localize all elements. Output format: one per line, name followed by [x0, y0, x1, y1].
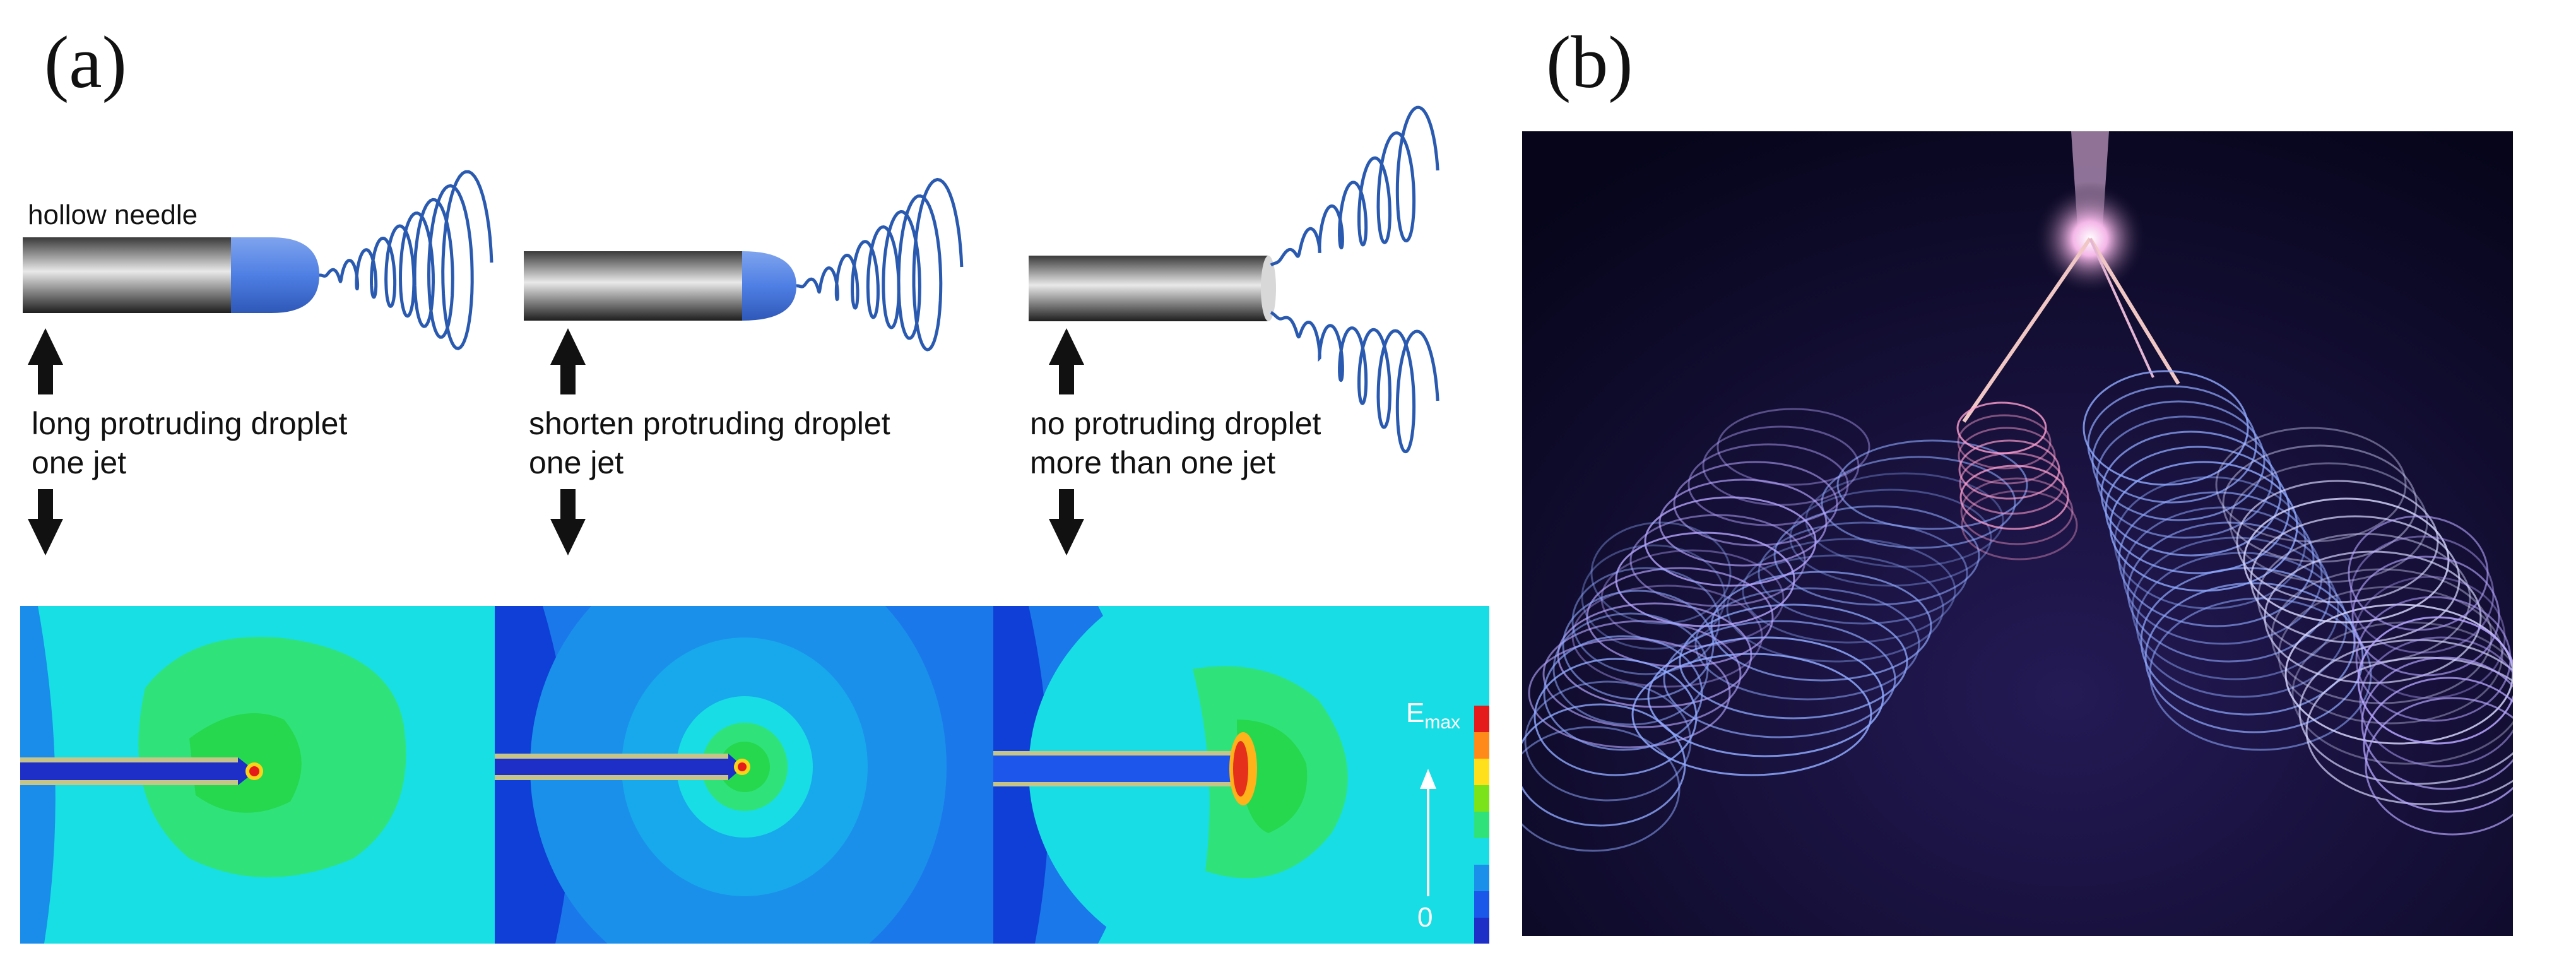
arrow-up-icon	[28, 328, 1084, 394]
case-2-line-1: shorten protruding droplet	[529, 404, 890, 443]
photo-illustration	[1522, 131, 2513, 936]
needle-short-droplet	[524, 251, 796, 321]
field-max-label: Emax	[1406, 699, 1460, 732]
colorbar	[1474, 706, 1489, 944]
field-panel-2	[495, 540, 993, 960]
field-zero-label: 0	[1417, 904, 1433, 932]
needle-long-droplet	[23, 237, 319, 313]
needle-no-droplet	[1029, 256, 1276, 321]
jet-spiral	[319, 172, 492, 348]
arrow-down-icon	[28, 489, 1084, 555]
field-panel-1	[20, 606, 495, 944]
hollow-needle-label: hollow needle	[28, 196, 198, 235]
jet-spiral	[1271, 107, 1438, 265]
field-max-symbol: E	[1406, 697, 1424, 728]
case-1-line-1: long protruding droplet	[32, 404, 347, 443]
field-max-subscript: max	[1424, 712, 1460, 733]
case-2-line-2: one jet	[529, 443, 623, 482]
case-1-line-2: one jet	[32, 443, 126, 482]
case-3-line-1: no protruding droplet	[1030, 404, 1321, 443]
electrospinning-photo	[1522, 131, 2513, 936]
case-3-line-2: more than one jet	[1030, 443, 1275, 482]
field-panel-3	[993, 562, 1489, 960]
jet-spiral	[796, 180, 962, 350]
